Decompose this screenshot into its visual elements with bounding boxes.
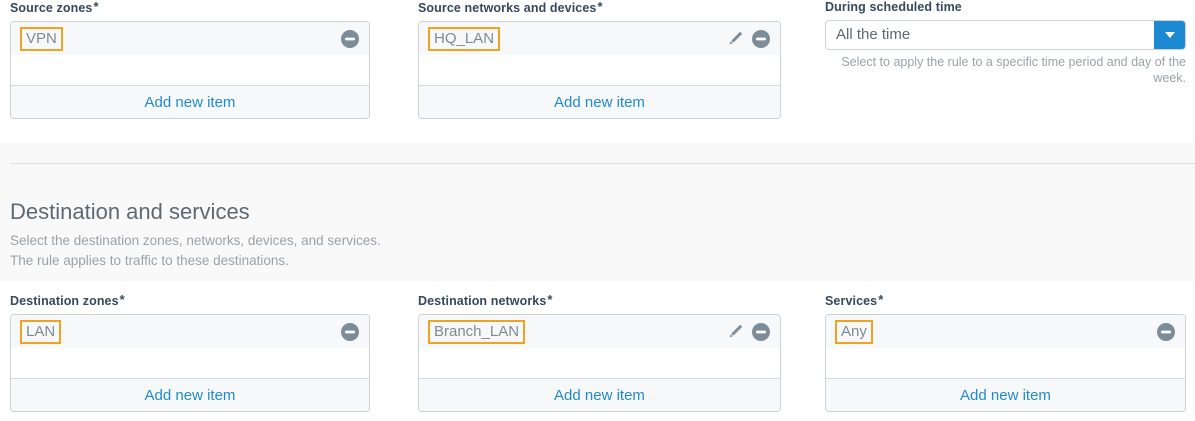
minus-circle-icon[interactable] (341, 322, 359, 341)
destination-networks-label-text: Destination networks (418, 294, 547, 308)
section-divider (10, 163, 1195, 164)
list-item[interactable]: LAN (11, 315, 369, 348)
required-marker: * (547, 292, 553, 307)
section-description-line-1: Select the destination zones, networks, … (10, 233, 381, 248)
destination-zones-add-footer[interactable]: Add new item (11, 378, 369, 411)
destination-zones-listbox[interactable]: LAN Add new item (10, 314, 370, 412)
destination-zones-list: LAN (11, 315, 369, 378)
services-list: Any (826, 315, 1185, 378)
item-actions (1157, 322, 1175, 341)
required-marker: * (119, 292, 125, 307)
destination-fields-row: Destination zones* LAN (0, 293, 1195, 421)
list-item[interactable]: VPN (11, 22, 369, 55)
item-actions (727, 29, 770, 48)
scheduled-time-label-text: During scheduled time (825, 0, 962, 14)
pencil-icon[interactable] (727, 30, 744, 47)
source-zones-label: Source zones* (10, 0, 370, 15)
scheduled-time-hint: Select to apply the rule to a specific t… (841, 55, 1186, 85)
source-networks-listbox[interactable]: HQ_LAN (418, 21, 781, 119)
required-marker: * (597, 0, 603, 14)
section-title: Destination and services (10, 199, 250, 224)
list-item[interactable]: Branch_LAN (419, 315, 780, 348)
minus-circle-icon[interactable] (341, 29, 359, 48)
required-marker: * (93, 0, 99, 14)
add-new-item-link[interactable]: Add new item (554, 93, 645, 111)
field-source-zones: Source zones* VPN Add (10, 0, 370, 119)
item-actions (727, 322, 770, 341)
add-new-item-link[interactable]: Add new item (960, 386, 1051, 404)
add-new-item-link[interactable]: Add new item (554, 386, 645, 404)
field-destination-networks: Destination networks* Branch_LAN (418, 293, 781, 412)
source-networks-label: Source networks and devices* (418, 0, 781, 15)
destination-section-band: Destination and services Select the dest… (0, 143, 1195, 281)
source-fields-row: Source zones* VPN Add (0, 0, 1195, 130)
caret-shape (1164, 32, 1175, 38)
field-services: Services* Any Add new (825, 293, 1186, 412)
field-source-networks: Source networks and devices* HQ_LAN (418, 0, 781, 119)
pencil-icon[interactable] (727, 323, 744, 340)
source-networks-list: HQ_LAN (419, 22, 780, 85)
scheduled-time-value: All the time (836, 26, 911, 43)
list-item[interactable]: HQ_LAN (419, 22, 780, 55)
chevron-down-icon[interactable] (1154, 21, 1185, 49)
item-chip-label: VPN (20, 26, 63, 51)
scheduled-time-label: During scheduled time (825, 0, 1186, 14)
destination-networks-label: Destination networks* (418, 292, 781, 309)
item-chip-label: LAN (20, 319, 62, 344)
section-description-line-2: The rule applies to traffic to these des… (10, 253, 289, 268)
list-item[interactable]: Any (826, 315, 1185, 348)
required-marker: * (878, 292, 884, 307)
source-zones-list: VPN (11, 22, 369, 85)
add-new-item-link[interactable]: Add new item (144, 386, 236, 404)
source-zones-add-footer[interactable]: Add new item (11, 85, 369, 118)
destination-zones-label: Destination zones* (10, 292, 370, 309)
destination-networks-list: Branch_LAN (419, 315, 780, 378)
source-networks-add-footer[interactable]: Add new item (419, 85, 780, 118)
source-networks-label-text: Source networks and devices (418, 1, 597, 15)
item-chip-label: Any (835, 319, 873, 344)
scheduled-time-select[interactable]: All the time (825, 20, 1186, 50)
minus-circle-icon[interactable] (1157, 322, 1175, 341)
source-zones-listbox[interactable]: VPN Add new item (10, 21, 370, 119)
services-add-footer[interactable]: Add new item (826, 378, 1185, 411)
item-actions (341, 322, 359, 341)
source-zones-label-text: Source zones (10, 1, 93, 15)
item-chip-label: HQ_LAN (428, 26, 501, 51)
item-actions (341, 29, 359, 48)
field-destination-zones: Destination zones* LAN (10, 293, 370, 412)
minus-circle-icon[interactable] (752, 29, 770, 48)
services-label: Services* (825, 292, 1186, 309)
destination-zones-label-text: Destination zones (10, 294, 119, 308)
destination-networks-add-footer[interactable]: Add new item (419, 378, 780, 411)
destination-networks-listbox[interactable]: Branch_LAN (418, 314, 781, 412)
minus-circle-icon[interactable] (752, 322, 770, 341)
add-new-item-link[interactable]: Add new item (144, 93, 236, 111)
field-scheduled-time: During scheduled time All the time Selec… (825, 0, 1186, 86)
services-listbox[interactable]: Any Add new item (825, 314, 1186, 412)
services-label-text: Services (825, 294, 878, 308)
item-chip-label: Branch_LAN (428, 319, 526, 344)
